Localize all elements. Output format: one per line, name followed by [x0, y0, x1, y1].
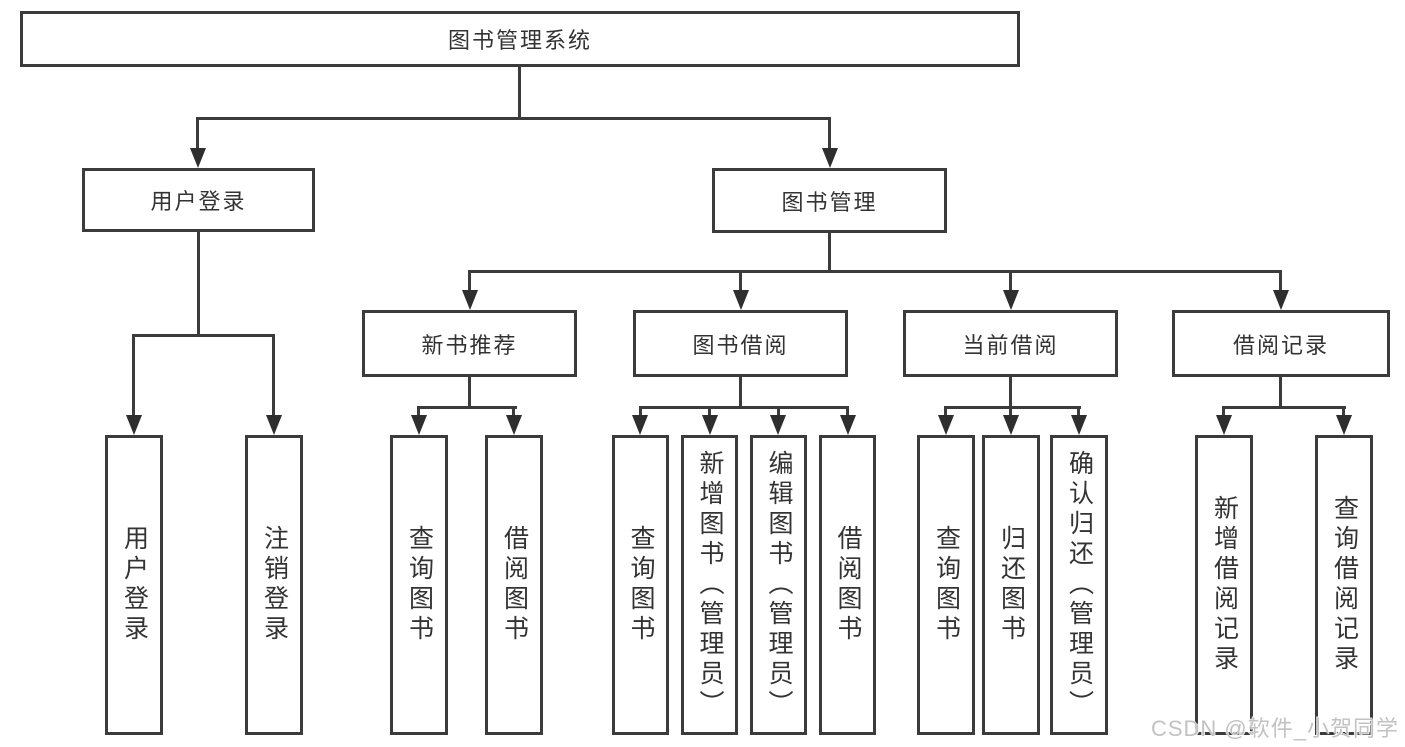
connector-leaf-drop [944, 406, 947, 418]
arrow-down-icon [1216, 415, 1232, 435]
connector-leaf-drop [132, 334, 135, 417]
node-borrowing-records: 借阅记录 [1172, 310, 1390, 377]
node-label: 图书管理系统 [447, 28, 592, 53]
leaf-edit-books-admin: 编辑图书（管理员） [750, 435, 807, 735]
connector-leaf-drop [1342, 406, 1345, 418]
connector-user-login-stem [197, 232, 200, 337]
connector-book-mgmt-drop [828, 117, 831, 150]
node-library-management-system: 图书管理系统 [20, 11, 1020, 67]
arrow-down-icon [1273, 290, 1289, 310]
connector-leaf-drop [512, 406, 515, 418]
node-user-login: 用户登录 [82, 168, 315, 232]
arrow-down-icon [266, 415, 282, 435]
arrow-down-icon [1071, 415, 1087, 435]
node-new-book-recommend: 新书推荐 [362, 310, 577, 377]
connector-user-login-drop [196, 117, 199, 150]
arrow-down-icon [1336, 415, 1352, 435]
leaf-query-books-current: 查询图书 [917, 435, 975, 735]
leaf-label: 编辑图书（管理员） [765, 450, 793, 720]
connector-leaf-drop [639, 406, 642, 418]
connector-leaf-drop [777, 406, 780, 418]
connector-level3-drop [468, 270, 471, 292]
leaf-add-books-admin: 新增图书（管理员） [681, 435, 738, 735]
connector-level3-drop [1279, 270, 1282, 292]
leaf-label: 查询图书 [405, 525, 434, 645]
arrow-down-icon [632, 415, 648, 435]
connector-leaf-drop [417, 406, 420, 418]
arrow-down-icon [506, 415, 522, 435]
leaf-label: 借阅图书 [834, 525, 862, 645]
node-current-borrowing: 当前借阅 [903, 310, 1118, 377]
arrow-down-icon [1003, 290, 1019, 310]
connector-current-stem [1009, 377, 1012, 409]
connector-leaf-drop [708, 406, 711, 418]
arrow-down-icon [733, 290, 749, 310]
leaf-logout: 注销登录 [245, 435, 303, 735]
arrow-down-icon [822, 148, 838, 168]
connector-recommend-stem [468, 377, 471, 409]
arrow-down-icon [126, 415, 142, 435]
leaf-label: 归还图书 [997, 525, 1026, 645]
connector-root-stem [518, 67, 521, 119]
arrow-down-icon [702, 415, 718, 435]
node-label: 图书管理 [781, 189, 878, 215]
connector-records-rail [1222, 406, 1346, 409]
connector-user-login-rail [132, 334, 275, 337]
connector-leaf-drop [272, 334, 275, 417]
leaf-label: 查询借阅记录 [1330, 495, 1359, 675]
connector-records-stem [1279, 377, 1282, 409]
arrow-down-icon [462, 290, 478, 310]
leaf-label: 用户登录 [120, 525, 149, 645]
node-label: 图书借阅 [692, 332, 789, 358]
leaf-label: 借阅图书 [500, 525, 529, 645]
connector-root-rail [196, 117, 830, 120]
leaf-add-borrow-record: 新增借阅记录 [1195, 435, 1253, 735]
connector-leaf-drop [846, 406, 849, 418]
leaf-borrow-books-recommend: 借阅图书 [485, 435, 543, 735]
node-book-borrowing: 图书借阅 [633, 310, 848, 377]
leaf-user-login: 用户登录 [105, 435, 163, 735]
connector-level3-drop [1009, 270, 1012, 292]
leaf-label: 注销登录 [260, 525, 289, 645]
connector-current-rail [944, 406, 1081, 409]
connector-recommend-rail [417, 406, 517, 409]
arrow-down-icon [1003, 415, 1019, 435]
leaf-query-books-borrowing: 查询图书 [612, 435, 669, 735]
connector-borrowing-rail [639, 406, 849, 409]
arrow-down-icon [411, 415, 427, 435]
leaf-label: 确认归还（管理员） [1065, 450, 1094, 720]
connector-leaf-drop [1009, 406, 1012, 418]
connector-leaf-drop [1077, 406, 1080, 418]
leaf-query-books-recommend: 查询图书 [390, 435, 448, 735]
leaf-query-borrow-record: 查询借阅记录 [1315, 435, 1373, 735]
connector-leaf-drop [1222, 406, 1225, 418]
leaf-return-books: 归还图书 [982, 435, 1040, 735]
node-label: 用户登录 [150, 189, 247, 214]
leaf-label: 查询图书 [932, 525, 961, 645]
leaf-confirm-return-admin: 确认归还（管理员） [1050, 435, 1108, 735]
leaf-borrow-books-borrowing: 借阅图书 [819, 435, 876, 735]
connector-book-mgmt-stem [828, 233, 831, 273]
arrow-down-icon [190, 148, 206, 168]
connector-book-mgmt-rail [468, 270, 1282, 273]
node-book-management: 图书管理 [712, 168, 947, 233]
arrow-down-icon [938, 415, 954, 435]
node-label: 当前借阅 [962, 332, 1059, 358]
node-label: 借阅记录 [1232, 332, 1329, 358]
connector-level3-drop [739, 270, 742, 292]
leaf-label: 新增图书（管理员） [696, 450, 724, 720]
leaf-label: 新增借阅记录 [1210, 495, 1239, 675]
leaf-label: 查询图书 [627, 525, 655, 645]
csdn-watermark: CSDN @软件_小贺同学 [1150, 716, 1399, 741]
connector-borrowing-stem [739, 377, 742, 409]
node-label: 新书推荐 [421, 332, 518, 358]
arrow-down-icon [770, 415, 786, 435]
arrow-down-icon [840, 415, 856, 435]
